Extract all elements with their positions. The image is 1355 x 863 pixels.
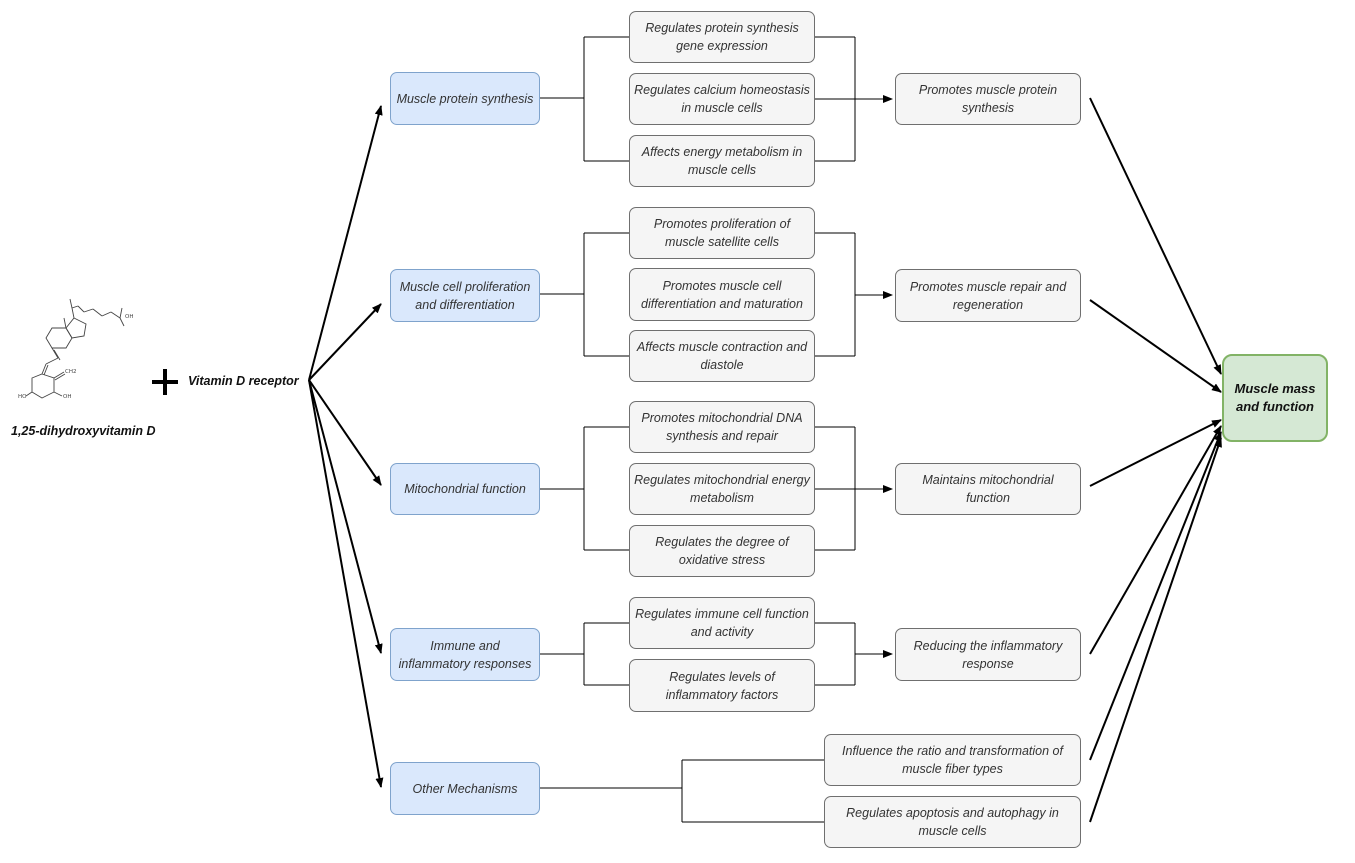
- outcome-box: Promotes muscle repair and regeneration: [895, 269, 1081, 322]
- detail-box: Regulates levels of inflammatory factors: [629, 659, 815, 712]
- detail-box: Affects energy metabolism in muscle cell…: [629, 135, 815, 187]
- arrow-to-immune: [308, 379, 383, 654]
- mechanism-protein-synthesis: Muscle protein synthesis: [390, 72, 540, 125]
- outcome-box: Promotes muscle protein synthesis: [895, 73, 1081, 125]
- detail-box: Regulates mitochondrial energy metabolis…: [629, 463, 815, 515]
- ho-left-label: HO: [18, 394, 27, 400]
- receptor-label: Vitamin D receptor: [188, 374, 299, 388]
- arrow-to-mitochondrial: [308, 379, 382, 486]
- oh-bottom-label: OH: [63, 394, 71, 400]
- target-muscle-mass-function: Muscle mass and function: [1222, 354, 1328, 442]
- arrow-to-proliferation: [308, 303, 382, 381]
- detail-box: Affects muscle contraction and diastole: [629, 330, 815, 382]
- plus-icon: [152, 369, 178, 395]
- mechanism-cell-proliferation: Muscle cell proliferation and differenti…: [390, 269, 540, 322]
- detail-box: Regulates immune cell function and activ…: [629, 597, 815, 649]
- mechanism-immune-inflammatory: Immune and inflammatory responses: [390, 628, 540, 681]
- detail-box: Influence the ratio and transformation o…: [824, 734, 1081, 786]
- arrow-outcome3-target: [1089, 419, 1222, 487]
- arrow-to-other: [308, 379, 384, 788]
- arrow-outcome2-target: [1089, 299, 1222, 393]
- detail-box: Regulates calcium homeostasis in muscle …: [629, 73, 815, 125]
- outcome-box: Reducing the inflammatory response: [895, 628, 1081, 681]
- molecule-name: 1,25-dihydroxyvitamin D: [11, 424, 156, 438]
- mechanism-mitochondrial-function: Mitochondrial function: [390, 463, 540, 515]
- detail-box: Promotes proliferation of muscle satelli…: [629, 207, 815, 259]
- detail-box: Regulates the degree of oxidative stress: [629, 525, 815, 577]
- arrow-other2-target: [1089, 437, 1222, 823]
- ch2-label: CH2: [65, 369, 76, 375]
- arrow-to-protein-synthesis: [308, 105, 383, 381]
- mechanism-other: Other Mechanisms: [390, 762, 540, 815]
- detail-box: Regulates protein synthesis gene express…: [629, 11, 815, 63]
- detail-box: Regulates apoptosis and autophagy in mus…: [824, 796, 1081, 848]
- arrow-other1-target: [1089, 431, 1222, 761]
- detail-box: Promotes muscle cell differentiation and…: [629, 268, 815, 321]
- arrow-outcome1-target: [1089, 97, 1222, 375]
- vitamin-d-molecule-structure: OH CH2 HO OH: [18, 298, 133, 400]
- arrow-outcome4-target: [1089, 425, 1222, 655]
- detail-box: Promotes mitochondrial DNA synthesis and…: [629, 401, 815, 453]
- oh-top-label: OH: [125, 314, 133, 320]
- outcome-box: Maintains mitochondrial function: [895, 463, 1081, 515]
